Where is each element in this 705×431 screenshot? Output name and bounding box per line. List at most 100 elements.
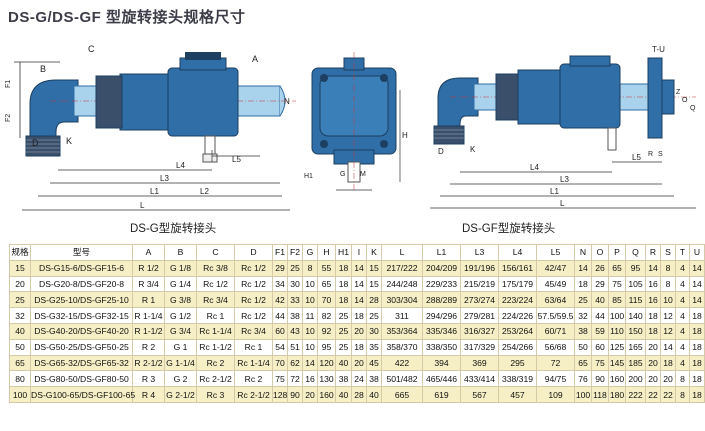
table-cell: 62 <box>287 354 303 372</box>
table-cell: 40 <box>9 322 31 340</box>
table-cell: Rc 3 <box>196 386 235 403</box>
table-cell: 85 <box>608 291 626 309</box>
table-cell: 294/296 <box>422 307 461 324</box>
table-cell: 338/350 <box>422 338 461 356</box>
table-cell: 100 <box>574 386 592 403</box>
table-cell: R 4 <box>132 386 165 403</box>
table-cell: 28 <box>351 386 367 403</box>
table-cell: 215/219 <box>460 275 499 293</box>
table-cell: 118 <box>591 386 609 403</box>
table-cell: 12 <box>660 322 676 340</box>
table-cell: 45/49 <box>536 275 575 293</box>
table-cell: Rc 2 <box>196 354 235 372</box>
table-cell: 38 <box>335 370 352 388</box>
table-cell: 160 <box>317 386 336 403</box>
table-cell: 145 <box>608 354 626 372</box>
table-cell: 59 <box>591 322 609 340</box>
table-header-cell: 型号 <box>30 244 133 261</box>
table-cell: 25 <box>287 259 303 277</box>
table-header-cell: O <box>591 244 609 261</box>
table-cell: 44 <box>591 307 609 324</box>
table-cell: 10 <box>302 338 318 356</box>
table-cell: 20 <box>351 322 367 340</box>
table-header-cell: L <box>381 244 423 261</box>
table-cell: 33 <box>287 291 303 309</box>
table-cell: 76 <box>574 370 592 388</box>
table-cell: 254/266 <box>498 338 537 356</box>
dim-l-gf: L <box>560 199 565 208</box>
table-header-cell: H <box>317 244 336 261</box>
table-cell: 100 <box>9 386 31 403</box>
table-cell: 288/289 <box>422 291 461 309</box>
table-cell: 92 <box>317 322 336 340</box>
table-cell: 110 <box>608 322 626 340</box>
table-cell: 65 <box>608 259 626 277</box>
table-cell: 24 <box>351 370 367 388</box>
table-cell: 501/482 <box>381 370 423 388</box>
table-cell: 20 <box>302 386 318 403</box>
table-cell: 18 <box>689 338 705 356</box>
table-cell: 14 <box>574 259 592 277</box>
table-header-cell: N <box>574 244 592 261</box>
table-cell: 11 <box>302 307 318 324</box>
table-cell: 109 <box>536 386 575 403</box>
table-cell: R 1-1/4 <box>132 307 165 324</box>
table-cell: 44 <box>272 307 288 324</box>
table-cell: 303/304 <box>381 291 423 309</box>
table-header-cell: I <box>351 244 367 261</box>
table-cell: Rc 1 <box>196 307 235 324</box>
label-o: O <box>682 97 688 104</box>
table-cell: 14 <box>645 259 661 277</box>
table-cell: 57.5/59.5 <box>536 307 575 324</box>
table-cell: 20 <box>9 275 31 293</box>
table-cell: 18 <box>335 291 352 309</box>
table-cell: 4 <box>675 275 690 293</box>
table-cell: 14 <box>351 291 367 309</box>
table-cell: Rc 3/4 <box>196 291 235 309</box>
table-cell: 16 <box>645 275 661 293</box>
table-cell: 105 <box>625 275 646 293</box>
page-title: DS-G/DS-GF 型旋转接头规格尺寸 <box>8 9 246 26</box>
table-cell: Rc 1/2 <box>234 259 273 277</box>
table-cell: 38 <box>574 322 592 340</box>
table-cell: 40 <box>335 386 352 403</box>
table-cell: 20 <box>645 354 661 372</box>
table-header-cell: L3 <box>460 244 499 261</box>
table-cell: 358/370 <box>381 338 423 356</box>
label-k: K <box>66 136 72 146</box>
table-cell: 82 <box>317 307 336 324</box>
table-cell: DS-G65-32/DS-GF65-32 <box>30 354 133 372</box>
table-cell: DS-G100-65/DS-GF100-65 <box>30 386 135 403</box>
table-cell: 120 <box>317 354 336 372</box>
table-cell: 369 <box>460 354 499 372</box>
table-cell: 244/248 <box>381 275 423 293</box>
table-cell: 25 <box>335 307 352 324</box>
label-g: G <box>340 171 345 178</box>
table-cell: G 2 <box>164 370 197 388</box>
table-cell: 35 <box>366 338 382 356</box>
dim-l4: L4 <box>176 161 185 170</box>
table-cell: 457 <box>498 386 537 403</box>
table-cell: 4 <box>675 322 690 340</box>
table-cell: R 3 <box>132 370 165 388</box>
table-cell: 40 <box>366 386 382 403</box>
table-cell: 14 <box>689 291 705 309</box>
table-header-cell: Q <box>625 244 646 261</box>
table-header-cell: D <box>234 244 273 261</box>
table-cell: Rc 1 <box>234 338 273 356</box>
table-cell: 25 <box>366 307 382 324</box>
table-cell: 18 <box>689 354 705 372</box>
dim-l5: L5 <box>232 155 241 164</box>
table-cell: 75 <box>272 370 288 388</box>
table-cell: 295 <box>498 354 537 372</box>
table-cell: G 1/4 <box>164 275 197 293</box>
table-cell: 100 <box>608 307 626 324</box>
table-cell: 25 <box>335 338 352 356</box>
table-cell: 18 <box>335 259 352 277</box>
table-cell: 15 <box>366 275 382 293</box>
table-cell: 130 <box>317 370 336 388</box>
table-cell: 4 <box>675 338 690 356</box>
table-cell: Rc 3/4 <box>234 322 273 340</box>
